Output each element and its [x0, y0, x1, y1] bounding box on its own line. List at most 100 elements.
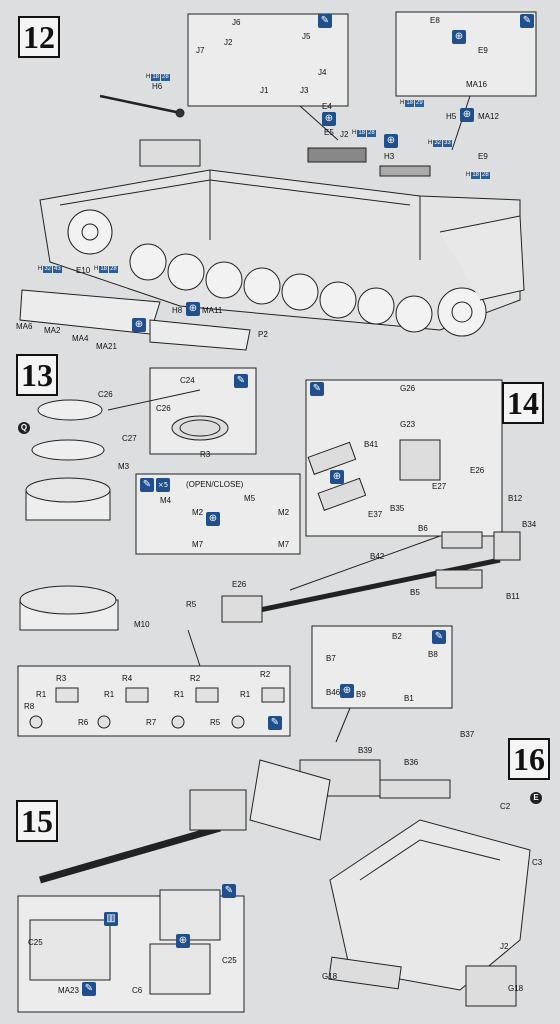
part-label: M5: [244, 494, 256, 503]
part-label: B37: [460, 730, 475, 739]
part-label: E26: [232, 580, 247, 589]
tag-letter: H: [352, 130, 357, 136]
part-label: H8: [172, 306, 183, 315]
sub-step-marker: E: [530, 792, 542, 804]
part-label: M7: [192, 540, 204, 549]
part-label: B11: [506, 592, 520, 601]
part-label: G26: [400, 384, 416, 393]
option-icon: ⊕: [186, 302, 200, 316]
cement-icon: ✎: [140, 478, 154, 492]
part-label: E27: [432, 482, 447, 491]
part-label: B41: [364, 440, 379, 449]
step-number-15: 15: [16, 800, 58, 842]
tag-number: 32: [433, 140, 443, 147]
part-label: M4: [160, 496, 172, 505]
step-number-12: 12: [18, 16, 60, 58]
part-label: B7: [326, 654, 336, 663]
part-label: B8: [428, 650, 438, 659]
part-label: J7: [196, 46, 205, 55]
part-label: M2: [278, 508, 290, 517]
cement-icon: ✎: [222, 884, 236, 898]
tag-letter: H: [146, 74, 151, 80]
part-label: MA6: [16, 322, 33, 331]
part-label: MA2: [44, 326, 61, 335]
part-label: B1: [404, 694, 414, 703]
part-label: R1: [104, 690, 115, 699]
part-label: R8: [24, 702, 35, 711]
part-label: M2: [192, 508, 204, 517]
option-icon: ⊕: [330, 470, 344, 484]
sub-step-marker: Q: [18, 422, 30, 434]
part-label: J2: [224, 38, 233, 47]
tag-number: 33: [443, 140, 452, 147]
cement-icon: ✎: [234, 374, 248, 388]
part-label: M10: [134, 620, 150, 629]
tag-letter: H: [400, 100, 405, 106]
option-icon: ⊕: [322, 112, 336, 126]
part-label: MA21: [96, 342, 117, 351]
part-label: MA12: [478, 112, 499, 121]
part-label: B36: [404, 758, 419, 767]
part-label: R6: [78, 718, 89, 727]
part-label: C26: [156, 404, 171, 413]
part-label: E37: [368, 510, 383, 519]
part-label: P2: [258, 330, 268, 339]
part-label: C27: [122, 434, 137, 443]
part-label: C26: [98, 390, 113, 399]
part-label: H6: [152, 82, 163, 91]
part-label: B34: [522, 520, 537, 529]
part-label: H5: [446, 112, 457, 121]
part-label: R3: [56, 674, 67, 683]
part-label: E4: [322, 102, 332, 111]
part-label: J2: [340, 130, 349, 139]
cement-icon: ✎: [432, 630, 446, 644]
part-label: E8: [430, 16, 440, 25]
part-label: R1: [36, 690, 47, 699]
part-label: J6: [232, 18, 241, 27]
part-label: H3: [384, 152, 395, 161]
part-label: B5: [410, 588, 420, 597]
part-label: R2: [190, 674, 201, 683]
tag-number: 29: [415, 100, 424, 107]
part-label: R5: [186, 600, 197, 609]
part-label: C25: [28, 938, 43, 947]
cement-icon: ✎: [82, 982, 96, 996]
part-label: M3: [118, 462, 130, 471]
part-label: G23: [400, 420, 416, 429]
part-label: R3: [200, 450, 211, 459]
part-label: E26: [470, 466, 485, 475]
part-label: C24: [180, 376, 195, 385]
option-icon: ⊕: [176, 934, 190, 948]
part-label: MA11: [202, 306, 223, 315]
part-label: R4: [122, 674, 133, 683]
part-label: E10: [76, 266, 91, 275]
tag-number: 18: [471, 172, 481, 179]
repeat-x5-icon: ×5: [156, 478, 170, 492]
tag-number: 28: [367, 130, 376, 137]
note-open-close: (OPEN/CLOSE): [186, 480, 244, 489]
part-label: R7: [146, 718, 157, 727]
part-label: MA4: [72, 334, 89, 343]
part-label: R1: [240, 690, 251, 699]
part-label: J5: [302, 32, 311, 41]
cement-icon: ✎: [318, 14, 332, 28]
part-label: G18: [508, 984, 524, 993]
tag-number: 18: [405, 100, 415, 107]
part-label: R2: [260, 670, 271, 679]
step-number-16: 16: [508, 738, 550, 780]
option-icon: ⊕: [340, 684, 354, 698]
part-label: MA23: [58, 986, 79, 995]
tag-letter: H: [428, 140, 433, 146]
part-label: B42: [370, 552, 385, 561]
step-number-14: 14: [502, 382, 544, 424]
part-label: B2: [392, 632, 402, 641]
part-label: C2: [500, 802, 511, 811]
